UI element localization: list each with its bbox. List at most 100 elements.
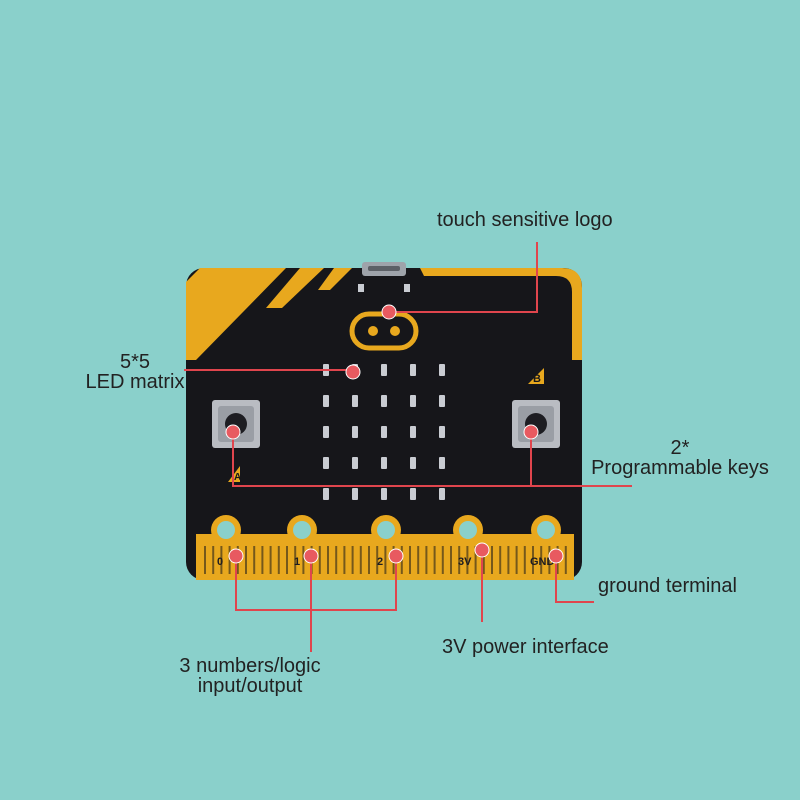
edge-tooth <box>499 546 502 574</box>
button-a-letter: A <box>234 472 241 483</box>
led-4-3 <box>381 457 387 469</box>
edge-tooth <box>482 546 485 574</box>
edge-tooth <box>433 546 436 574</box>
edge-tooth <box>466 546 469 574</box>
led-1-4 <box>410 364 416 376</box>
pin-0-hole <box>217 521 235 539</box>
gold-stripe-small <box>318 268 352 290</box>
edge-tooth <box>327 546 329 574</box>
button-a[interactable] <box>212 400 260 448</box>
pin-gnd-label: GND <box>530 556 555 568</box>
pin-1-label: 1 <box>294 556 300 568</box>
led-2-5 <box>439 395 445 407</box>
label-keys-line2: Programmable keys <box>591 457 769 479</box>
edge-tooth <box>368 546 370 574</box>
edge-tooth <box>532 546 534 574</box>
callout-dot-button-a <box>225 424 241 440</box>
label-led-matrix: 5*5 LED matrix <box>40 352 230 392</box>
led-4-4 <box>410 457 416 469</box>
label-io: 3 numbers/logic input/output <box>150 656 350 696</box>
gold-stripe-large <box>186 268 286 360</box>
edge-tooth <box>548 546 551 574</box>
callout-dot-led-matrix <box>345 364 361 380</box>
callout-dot-button-b <box>523 424 539 440</box>
edge-tooth <box>318 546 321 574</box>
label-led-matrix-line1: 5*5 <box>119 351 151 373</box>
edge-tooth <box>302 546 305 574</box>
callout-line-touch-logo <box>389 242 538 313</box>
gold-corner-right <box>420 268 582 360</box>
led-3-1 <box>323 426 329 438</box>
button-b-letter: B <box>533 373 541 385</box>
edge-tooth <box>450 546 452 574</box>
label-led-matrix-line2: LED matrix <box>85 371 185 393</box>
led-1-5 <box>439 364 445 376</box>
callout-dot-pin-1 <box>303 548 319 564</box>
pin-1-hole <box>293 521 311 539</box>
board <box>186 268 582 580</box>
callout-lines <box>184 242 632 652</box>
pin-0-label: 0 <box>217 556 223 568</box>
callout-dot-pin-3v <box>474 542 490 558</box>
edge-tooth <box>351 546 354 574</box>
edge-tooth <box>261 546 264 574</box>
label-touch-logo: touch sensitive logo <box>437 209 613 231</box>
callout-dot-pin-2 <box>388 548 404 564</box>
led-indicator-right <box>404 284 410 292</box>
pin-2-hole <box>377 521 395 539</box>
led-1-3 <box>381 364 387 376</box>
edge-tooth <box>458 546 461 574</box>
edge-tooth <box>204 546 206 574</box>
edge-tooth <box>491 546 493 574</box>
label-keys: 2* Programmable keys <box>572 438 788 478</box>
edge-tooth <box>277 546 280 574</box>
led-4-1 <box>323 457 329 469</box>
led-2-4 <box>410 395 416 407</box>
callout-line-ground <box>555 556 594 603</box>
led-5-2 <box>352 488 358 500</box>
label-io-line2: input/output <box>197 675 303 697</box>
led-3-2 <box>352 426 358 438</box>
pin-3v-hole <box>459 521 477 539</box>
button-b[interactable] <box>512 400 560 448</box>
callout-dot-pin-gnd <box>548 548 564 564</box>
pin-2-label: 2 <box>377 556 383 568</box>
callout-line-keys <box>232 432 632 487</box>
callout-dot-touch-logo <box>381 304 397 320</box>
label-io-line1: 3 numbers/logic <box>179 655 321 677</box>
led-2-1 <box>323 395 329 407</box>
pin-gnd-hole <box>537 521 555 539</box>
edge-tooth <box>441 546 444 574</box>
edge-tooth <box>228 546 231 574</box>
edge-tooth <box>359 546 362 574</box>
led-5-3 <box>381 488 387 500</box>
callout-dot-pin-0 <box>228 548 244 564</box>
led-3-5 <box>439 426 445 438</box>
edge-tooth <box>474 546 477 574</box>
edge-tooth <box>376 546 379 574</box>
callout-line-io <box>235 556 397 611</box>
button-b-marker <box>528 368 544 384</box>
gold-stripe-mid <box>266 268 324 308</box>
led-2-3 <box>381 395 387 407</box>
edge-tooth <box>523 546 526 574</box>
label-keys-line1: 2* <box>670 437 690 459</box>
led-5-1 <box>323 488 329 500</box>
edge-tooth <box>245 546 247 574</box>
edge-tooth <box>417 546 420 574</box>
edge-tooth <box>564 546 567 574</box>
edge-tooth <box>212 546 215 574</box>
led-indicator-left <box>358 284 364 292</box>
led-4-5 <box>439 457 445 469</box>
edge-tooth <box>409 546 411 574</box>
usb-connector-slot <box>368 266 400 271</box>
edge-tooth <box>294 546 297 574</box>
edge-tooth <box>384 546 387 574</box>
edge-tooth <box>343 546 346 574</box>
edge-tooth <box>269 546 272 574</box>
led-5-4 <box>410 488 416 500</box>
edge-tooth <box>286 546 288 574</box>
edge-tooth <box>425 546 428 574</box>
led-3-4 <box>410 426 416 438</box>
